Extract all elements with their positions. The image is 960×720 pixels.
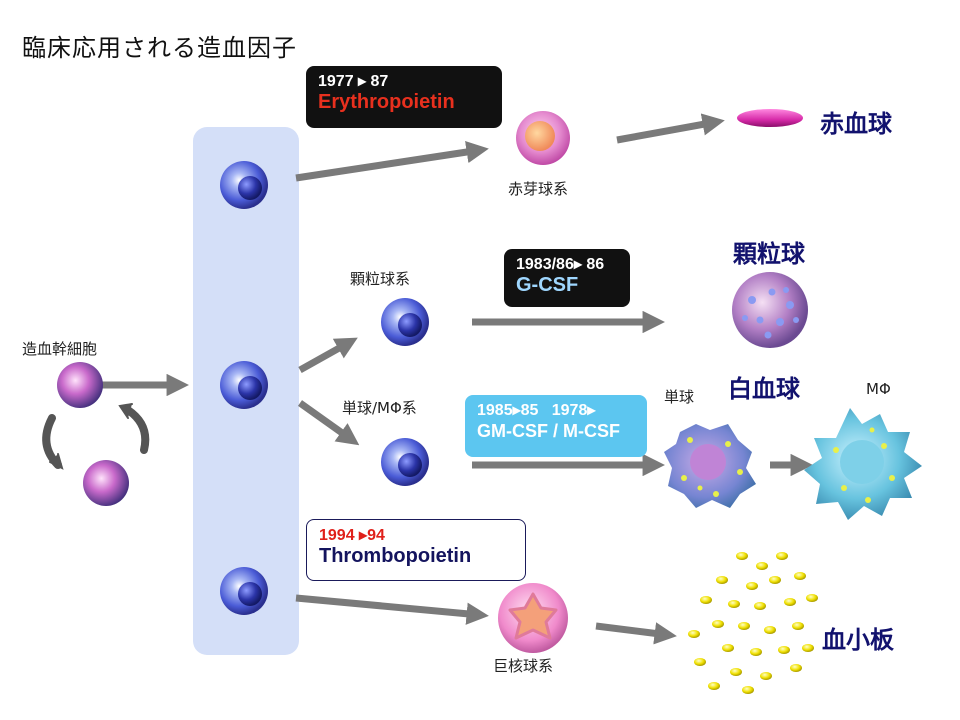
label-erythroblast: 赤芽球系 xyxy=(508,180,569,198)
page-title: 臨床応用される造血因子 xyxy=(22,34,297,62)
label-megakaryocytic: 巨核球系 xyxy=(493,657,554,675)
label-rbc: 赤血球 xyxy=(820,110,892,138)
red-blood-cell-icon xyxy=(737,109,803,127)
arrow-to-megakaryocyte xyxy=(295,594,489,625)
stem-cell-icon xyxy=(57,362,129,506)
label-granulocyte: 顆粒球 xyxy=(733,240,805,268)
gmcsf-name: GM-CSF / M-CSF xyxy=(477,421,620,441)
progenitor-cell-icon xyxy=(220,161,268,615)
label-monocyte: 単球 xyxy=(664,388,695,406)
arrow-to-erythroblast xyxy=(295,140,489,182)
arrow-to-granulocytic xyxy=(298,337,358,374)
macrophage-icon xyxy=(804,408,922,520)
lineage-arrows xyxy=(82,113,813,645)
granulocyte-icon xyxy=(732,272,808,348)
tpo-year: 1994 ▸94 xyxy=(319,527,385,544)
gcsf-name: G-CSF xyxy=(516,274,579,296)
gmcsf-box: 1985▸85 1978▸ GM-CSF / M-CSF xyxy=(465,395,647,457)
epo-years: 1977 ▸ 87 xyxy=(318,73,389,90)
platelets-icon xyxy=(688,552,818,694)
self-renewal-arrows-icon xyxy=(42,403,150,470)
arrow-to-monocytic xyxy=(297,400,360,446)
progenitor-cell-icon xyxy=(381,298,429,486)
gmcsf-years: 1985▸85 1978▸ xyxy=(477,402,596,419)
label-granulocytic: 顆粒球系 xyxy=(350,270,411,288)
epo-name: Erythropoietin xyxy=(318,91,455,113)
label-wbc: 白血球 xyxy=(728,375,800,403)
label-macrophage: MΦ xyxy=(866,380,891,398)
tpo-name: Thrombopoietin xyxy=(319,545,472,567)
monocyte-icon xyxy=(664,424,756,508)
label-platelet: 血小板 xyxy=(822,626,894,654)
erythropoietin-box: 1977 ▸ 87 Erythropoietin xyxy=(306,66,502,128)
arrow-to-platelets xyxy=(595,622,677,645)
label-monocytic: 単球/MΦ系 xyxy=(342,399,417,417)
label-stem-cell: 造血幹細胞 xyxy=(22,340,98,358)
megakaryocyte-icon xyxy=(498,583,568,653)
gcsf-years: 1983/86▸ 86 xyxy=(516,256,605,273)
thrombopoietin-box: 1994 ▸94 Thrombopoietin xyxy=(306,519,526,581)
gcsf-box: 1983/86▸ 86 G-CSF xyxy=(504,249,630,307)
erythroblast-icon xyxy=(516,111,570,165)
arrow-to-rbc xyxy=(616,113,725,144)
